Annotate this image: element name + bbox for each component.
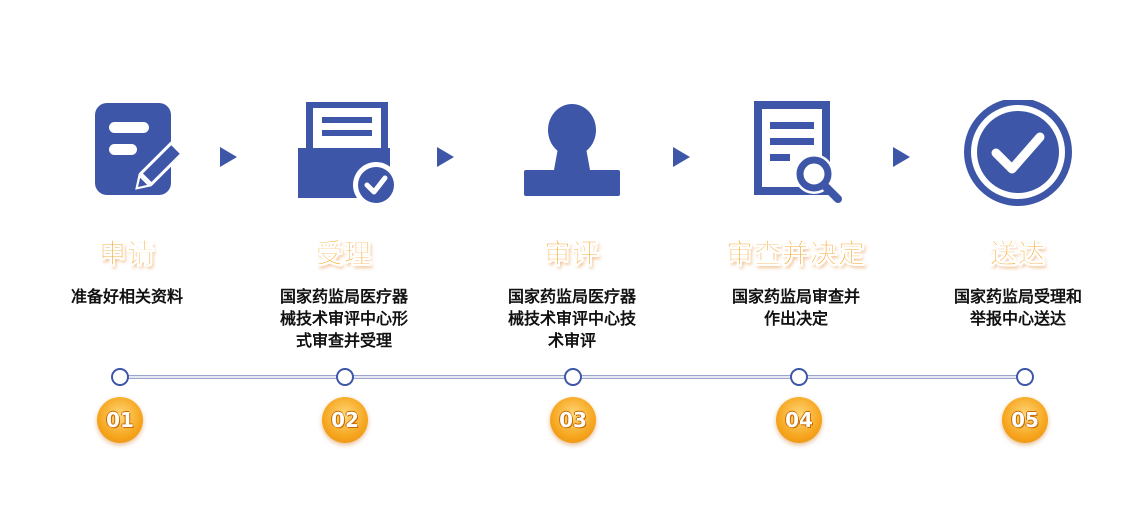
step-description: 国家药监局审查并 作出决定 <box>686 286 906 330</box>
stamp-icon <box>512 100 632 210</box>
step-title: 审评 <box>544 239 600 271</box>
step-1: 申请 准备好相关资料 <box>17 0 237 511</box>
document-search-icon <box>736 100 856 210</box>
step-number-badge: 01 <box>97 397 143 443</box>
step-description: 国家药监局医疗器 械技术审评中心技 术审评 <box>462 286 682 352</box>
step-4: 审查并决定 国家药监局审查并 作出决定 <box>686 0 906 511</box>
desc-line: 术审评 <box>547 331 596 350</box>
step-number-badge: 02 <box>322 397 368 443</box>
timeline-dot <box>336 368 354 386</box>
application-form-icon <box>67 100 187 210</box>
step-description: 准备好相关资料 <box>17 286 237 308</box>
step-number-badge: 04 <box>776 397 822 443</box>
step-description: 国家药监局受理和 举报中心送达 <box>908 286 1125 330</box>
step-description: 国家药监局医疗器 械技术审评中心形 式审查并受理 <box>234 286 454 352</box>
step-title: 申请 <box>99 239 155 271</box>
step-3: 审评 国家药监局医疗器 械技术审评中心技 术审评 <box>462 0 682 511</box>
desc-line: 械技术审评中心技 <box>507 309 636 328</box>
step-5: 送达 国家药监局受理和 举报中心送达 <box>908 0 1125 511</box>
arrow-right-icon <box>893 147 910 167</box>
desc-line: 举报中心送达 <box>969 309 1066 328</box>
step-title: 送达 <box>990 239 1046 271</box>
desc-line: 械技术审评中心形 <box>279 309 408 328</box>
timeline-dot <box>790 368 808 386</box>
step-number-badge: 05 <box>1002 397 1048 443</box>
desc-line: 国家药监局受理和 <box>953 287 1082 306</box>
accepted-folder-icon <box>284 100 404 210</box>
timeline-dot <box>111 368 129 386</box>
desc-line: 国家药监局医疗器 <box>507 287 636 306</box>
desc-line: 准备好相关资料 <box>70 287 183 306</box>
arrow-right-icon <box>220 147 237 167</box>
arrow-right-icon <box>437 147 454 167</box>
step-number-badge: 03 <box>550 397 596 443</box>
timeline-dot <box>1016 368 1034 386</box>
check-circle-icon <box>958 98 1078 210</box>
desc-line: 国家药监局审查并 <box>731 287 860 306</box>
step-title: 审查并决定 <box>726 239 866 271</box>
desc-line: 式审查并受理 <box>295 331 392 350</box>
desc-line: 作出决定 <box>763 309 828 328</box>
timeline-dot <box>564 368 582 386</box>
step-2: 受理 国家药监局医疗器 械技术审评中心形 式审查并受理 <box>234 0 454 511</box>
arrow-right-icon <box>673 147 690 167</box>
desc-line: 国家药监局医疗器 <box>279 287 408 306</box>
step-title: 受理 <box>316 239 372 271</box>
